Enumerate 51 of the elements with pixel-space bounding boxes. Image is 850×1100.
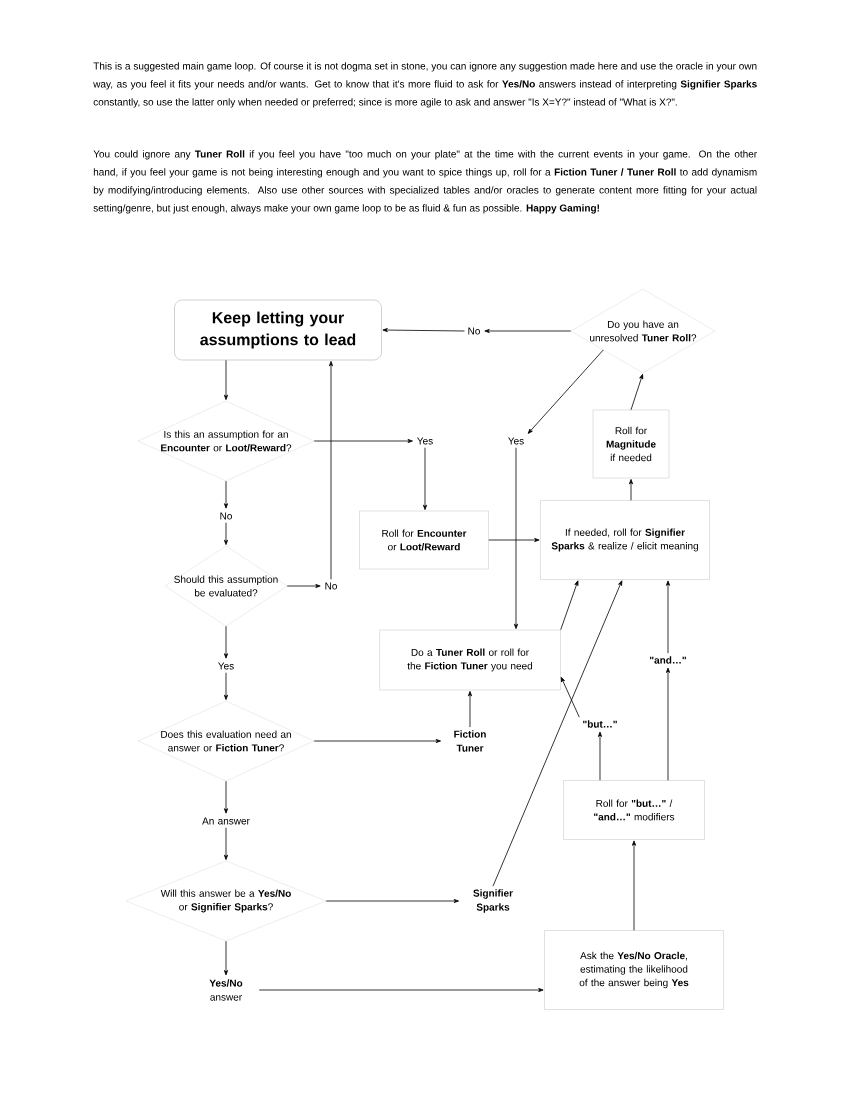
branch-label: No xyxy=(220,512,232,520)
arrow xyxy=(258,988,544,992)
arrow xyxy=(484,329,572,333)
branch-label: "but…" xyxy=(583,720,617,728)
arrow xyxy=(313,739,441,743)
arrow xyxy=(224,625,228,659)
process-box: If needed, roll for Signifier Sparks & realize / elicit meaning xyxy=(540,500,710,580)
arrow xyxy=(629,479,633,501)
branch-label: Signifier Sparks xyxy=(473,889,513,913)
arrow xyxy=(514,447,518,629)
process-box: Roll for "but…" / "and…" modifiers xyxy=(563,780,705,840)
branch-label: "and…" xyxy=(650,656,686,664)
arrow xyxy=(329,361,333,580)
branch-label: Yes/No answer xyxy=(209,979,243,1001)
branch-label: An answer xyxy=(202,817,250,825)
arrow xyxy=(286,584,321,588)
arrow xyxy=(313,439,413,443)
branch-label: Fiction Tuner xyxy=(454,730,486,752)
process-box: Do a Tuner Roll or roll for the Fiction Tuner you need xyxy=(379,629,561,691)
arrow xyxy=(666,667,670,781)
intro-paragraph: You could ignore any Tuner Roll if you feel you have "too much on your plate" at the time with the current events in your game. On the other hand, if you feel your game is not being interesting enough and you want to spice things up, roll for a Fiction Tuner / Tuner Roll to add dynamism by modifying/introducing elements. Also use other sources with specialized tables and/or oracles to generate content more fitting for your actual setting/genre, but just enough, always make your own game loop to be as fluid & fun as possible. Happy Gaming! xyxy=(93,150,757,214)
arrow xyxy=(492,580,623,887)
arrow xyxy=(224,940,228,976)
arrow xyxy=(666,580,670,654)
arrow xyxy=(560,676,580,718)
arrow xyxy=(325,899,459,903)
arrow xyxy=(224,522,228,545)
branch-label: No xyxy=(468,327,480,335)
intro-paragraph: This is a suggested main game loop. Of course it is not dogma set in stone, you can ignore any suggestion made here and use the oracle in your own way, as you feel it fits your needs and/or wants. Get to know that it's more fluid to ask for Yes/No answers instead of interpreting Signifier Sparks constantly, so use the latter only when needed or preferred; since is more agile to ask and answer "Is X=Y?" instead of "What is X?". xyxy=(93,62,757,108)
arrow xyxy=(468,691,472,728)
branch-label: Yes xyxy=(508,437,524,445)
branch-label: Yes xyxy=(417,437,433,445)
arrow xyxy=(224,359,228,400)
branch-label: No xyxy=(325,582,337,590)
arrow xyxy=(423,447,427,510)
arrow xyxy=(560,580,579,631)
branch-label: Yes xyxy=(218,662,234,670)
process-box: Roll for Encounter or Loot/Reward xyxy=(359,510,489,570)
process-box: Roll for Magnitude if needed xyxy=(592,409,670,479)
arrow xyxy=(382,328,465,333)
arrow xyxy=(224,827,228,860)
arrow xyxy=(224,480,228,509)
arrow xyxy=(632,840,636,931)
arrow xyxy=(527,349,604,434)
process-box: Ask the Yes/No Oracle, estimating the likelihood of the answer being Yes xyxy=(544,930,724,1010)
arrow xyxy=(224,780,228,814)
arrow xyxy=(630,373,644,411)
terminal-box: Keep letting your assumptions to lead xyxy=(174,299,382,361)
arrow xyxy=(598,731,602,781)
arrow xyxy=(488,538,540,542)
arrow xyxy=(224,672,228,700)
